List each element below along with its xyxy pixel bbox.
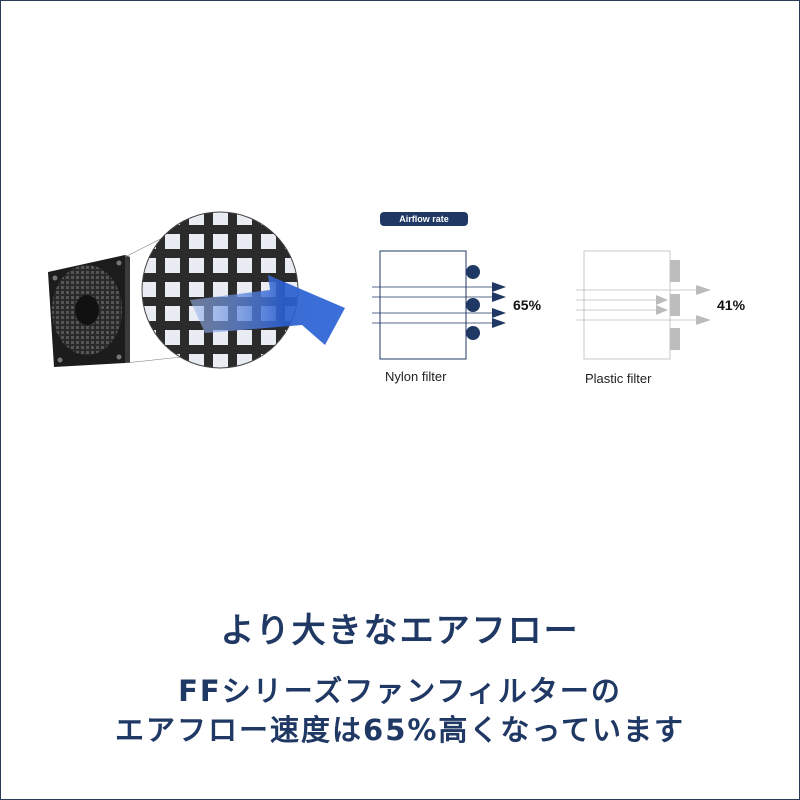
subline-1: FFシリーズファンフィルターの — [178, 674, 622, 708]
subline-2: エアフロー速度は65%高くなっています — [115, 713, 685, 747]
nylon-percent: 65% — [513, 297, 542, 313]
fan-filter-icon — [48, 255, 130, 367]
airflow-arrow — [190, 275, 345, 345]
plastic-filter-diagram — [576, 250, 711, 360]
airflow-illustration — [48, 211, 711, 369]
plastic-percent: 41% — [717, 297, 746, 313]
nylon-filter-label: Nylon filter — [385, 369, 447, 384]
airflow-rate-badge: Airflow rate — [380, 212, 468, 226]
headline: より大きなエアフロー — [220, 611, 580, 651]
nylon-filter-diagram — [372, 250, 506, 360]
plastic-filter-label: Plastic filter — [585, 371, 652, 386]
